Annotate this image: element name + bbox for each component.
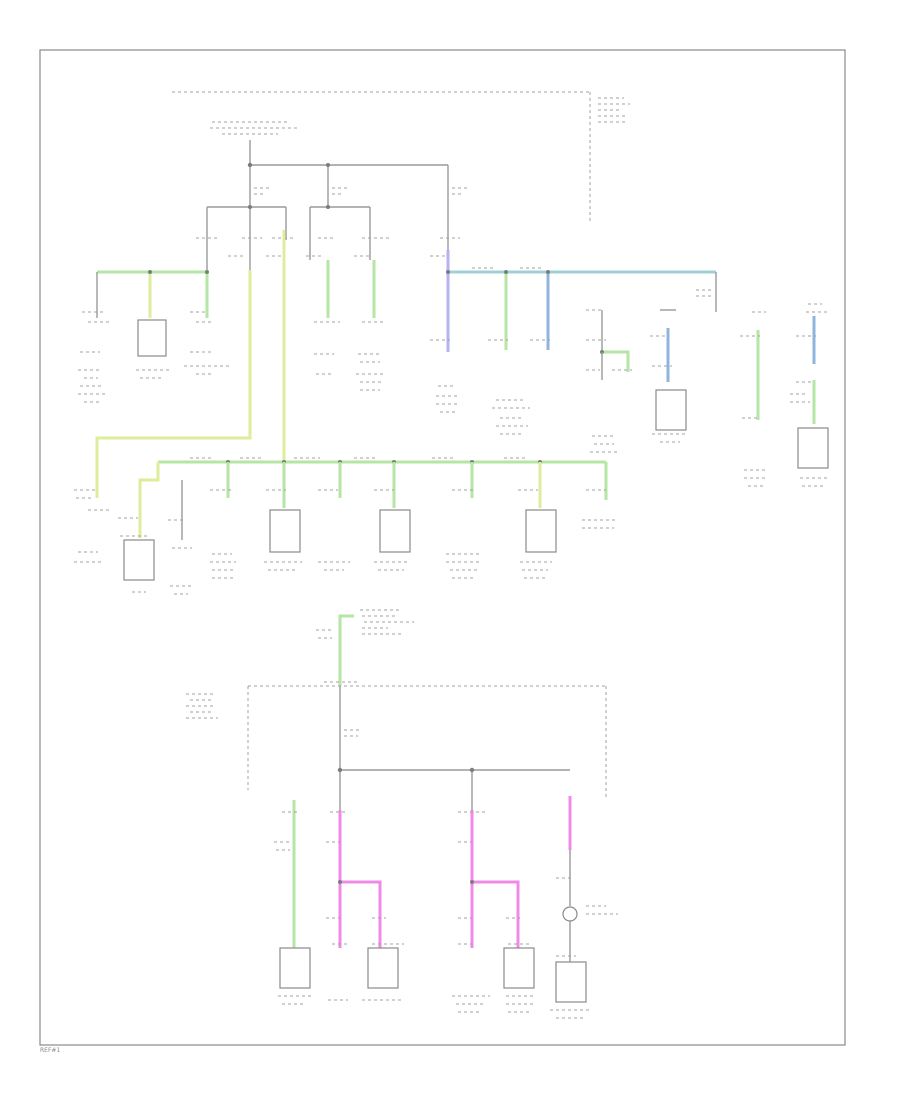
splice-dot (470, 880, 474, 884)
splice-dot (546, 270, 550, 274)
switch-green-wire (602, 350, 630, 372)
splice-dot (247, 162, 253, 168)
bottom-right-component (555, 961, 587, 1003)
bottom-component (503, 947, 535, 989)
lower-component (379, 509, 411, 553)
component-labels-middle (314, 321, 386, 391)
splice-dot (248, 205, 252, 209)
lower-component (269, 509, 301, 553)
fuse-labels (254, 187, 470, 195)
wire-to-seat (138, 462, 160, 538)
power-source-label (210, 121, 298, 135)
splice-dot (205, 270, 209, 274)
wire-pink-branch (472, 880, 520, 948)
component-labels-left (78, 311, 230, 403)
bottom-left-component (279, 947, 311, 989)
second-box-labels (186, 681, 360, 737)
switch-labels (586, 309, 632, 453)
wire-pink-branch (340, 880, 382, 948)
diagram-frame (39, 49, 846, 1046)
far-right-labels (740, 303, 830, 487)
bottom-component (367, 947, 399, 989)
connector-icon (562, 906, 578, 922)
splice-dot (338, 880, 342, 884)
sensor-component (137, 319, 167, 357)
right-component-labels (650, 289, 714, 443)
lower-component-labels (74, 489, 616, 595)
wire-second-feed (338, 614, 354, 686)
pin-labels (196, 237, 460, 257)
bottom-labels (274, 811, 618, 1019)
splice-dot (504, 270, 508, 274)
fuse-box-note (598, 97, 630, 123)
component-labels-right (430, 267, 550, 435)
splice-dot (326, 205, 330, 209)
lower-component (525, 509, 557, 553)
splice-dot (446, 270, 450, 274)
footer-tag: REF#1 (40, 1047, 60, 1054)
splice-dot (148, 270, 152, 274)
right-component (655, 389, 687, 431)
splice-dot (469, 767, 475, 773)
wire-to-lower-left (95, 270, 252, 498)
seat-component (123, 539, 155, 581)
second-source-label (316, 609, 414, 639)
splice-dot (337, 767, 343, 773)
far-right-component (797, 427, 829, 469)
splice-dot (326, 163, 330, 167)
